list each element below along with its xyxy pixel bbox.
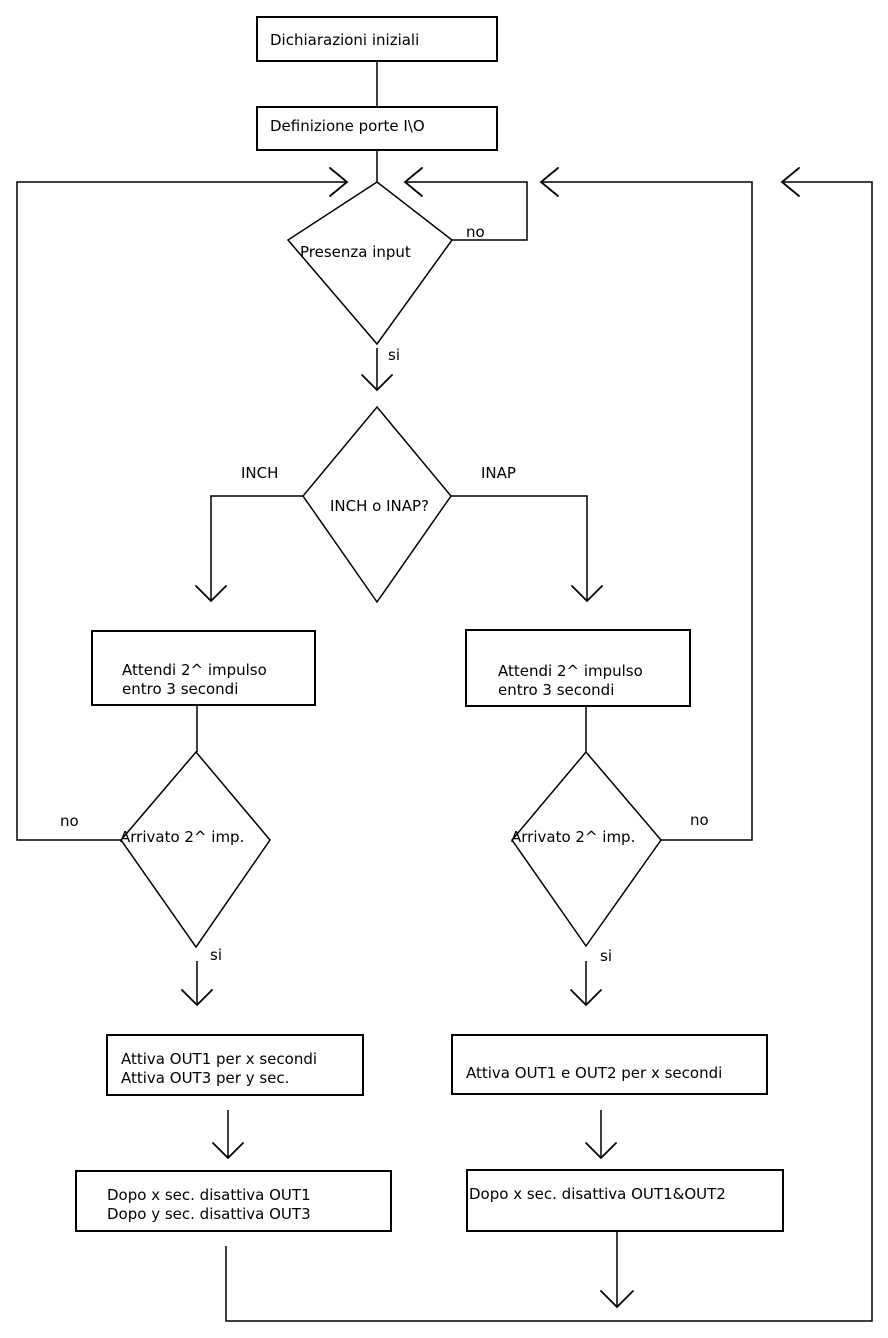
node-disattiva-inap-label: Dopo x sec. disattiva OUT1&OUT2 (469, 1185, 726, 1203)
node-presenza-label: Presenza input (300, 243, 411, 261)
arrowhead (403, 167, 423, 197)
edge-arrivato-inch-no-loop (16, 181, 346, 841)
arrowhead (600, 1290, 634, 1309)
text-line: Attendi 2^ impulso (498, 662, 643, 680)
text-line: entro 3 secondi (498, 681, 615, 699)
process-nodes (75, 16, 784, 1232)
arrowhead (361, 374, 393, 392)
edge-label-no-arrivato-inap: no (690, 811, 709, 829)
text-line: Dopo y sec. disattiva OUT3 (107, 1205, 311, 1223)
node-attiva-inap-shape (451, 1034, 768, 1095)
edge-branch-inch (210, 495, 303, 600)
text-line: Dopo x sec. disattiva OUT1 (107, 1186, 311, 1204)
node-inch-o-inap-shape (302, 405, 452, 604)
node-arrivato-inap-label: Arrivato 2^ imp. (511, 828, 636, 846)
node-attendi-inap-shape (465, 629, 691, 707)
edge-branch-inap (451, 495, 588, 600)
node-attendi-inch-shape (91, 630, 316, 706)
text-line: Attendi 2^ impulso (122, 661, 267, 679)
arrowhead (195, 585, 227, 603)
node-disattiva-inch-shape (75, 1170, 392, 1232)
edge-label-inch: INCH (241, 464, 279, 482)
node-arrivato-inap-shape (511, 750, 662, 948)
edge-label-si-arrivato-inap: si (600, 947, 612, 965)
arrowhead (780, 167, 800, 197)
arrowhead (181, 989, 213, 1007)
node-attendi-inch-label: Attendi 2^ impulso entro 3 secondi (122, 661, 267, 699)
edge-presenza-no-loop (406, 181, 528, 241)
node-inch-o-inap-label: INCH o INAP? (330, 497, 430, 515)
text-line: Attiva OUT1 per x secondi (121, 1050, 318, 1068)
node-disattiva-inap-shape (466, 1169, 784, 1232)
edge-label-inap: INAP (481, 464, 516, 482)
node-definizione-label: Definizione porte I\O (270, 117, 425, 135)
node-presenza-shape (286, 181, 454, 346)
edge-label-si-presenza: si (388, 346, 400, 364)
node-attendi-inap-label: Attendi 2^ impulso entro 3 secondi (498, 662, 643, 700)
node-dichiarazioni-shape (256, 16, 498, 62)
decision-nodes (120, 181, 662, 949)
edge-label-no-arrivato-inch: no (60, 812, 79, 830)
node-arrivato-inch-shape (120, 750, 271, 949)
edges (16, 61, 873, 1322)
node-arrivato-inch-label: Arrivato 2^ imp. (120, 828, 245, 846)
arrowhead (212, 1142, 244, 1160)
arrowhead (539, 167, 559, 197)
node-attiva-inch-shape (106, 1034, 364, 1096)
text-line: Attiva OUT3 per y sec. (121, 1069, 290, 1087)
edge-label-no-presenza: no (466, 223, 485, 241)
node-definizione-shape (256, 106, 498, 151)
arrowhead (585, 1142, 617, 1160)
node-attiva-inch-label: Attiva OUT1 per x secondi Attiva OUT3 pe… (121, 1050, 317, 1088)
text-line: entro 3 secondi (122, 680, 239, 698)
edge-arrivato-inap-no-loop (542, 181, 753, 841)
node-attiva-inap-label: Attiva OUT1 e OUT2 per x secondi (466, 1064, 723, 1082)
edge-return-loop (225, 181, 873, 1322)
arrowhead (571, 585, 603, 603)
arrowhead (329, 167, 349, 197)
node-disattiva-inch-label: Dopo x sec. disattiva OUT1 Dopo y sec. d… (107, 1186, 311, 1224)
edge-label-si-arrivato-inch: si (210, 946, 222, 964)
node-dichiarazioni-label: Dichiarazioni iniziali (270, 31, 420, 49)
arrowhead (570, 989, 602, 1007)
arrowheads (181, 167, 800, 1309)
